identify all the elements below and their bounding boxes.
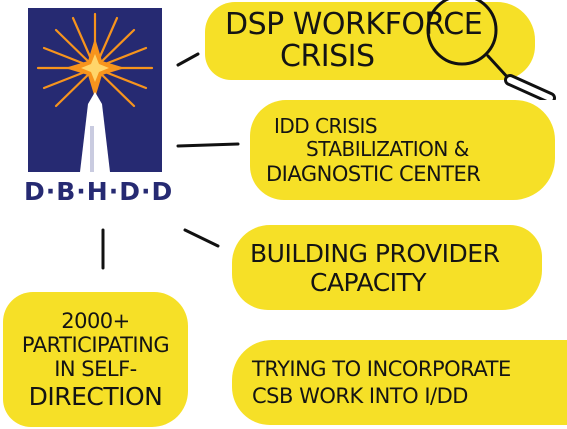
node-text: IN SELF- [54,356,137,381]
connector-idd [176,142,240,148]
node-building-capacity: BUILDING PROVIDER CAPACITY [232,225,542,310]
node-dsp-workforce: DSP WORKFORCE CRISIS [205,2,535,80]
node-text: 2000+ [61,308,130,333]
node-text: DIRECTION [28,381,163,411]
node-text: CAPACITY [310,267,427,297]
node-text: DIAGNOSTIC CENTER [266,161,481,186]
node-text: DSP WORKFORCE [225,7,483,42]
node-text: IDD CRISIS [274,113,378,138]
logo-wordmark: D·B·H·D·D [24,177,174,206]
node-text: CRISIS [280,39,375,74]
node-text: PARTICIPATING [21,332,170,357]
magnifying-glass-icon [426,0,556,100]
node-text: BUILDING PROVIDER [250,238,500,268]
dbhdd-logo [28,8,162,172]
connector-capacity [183,228,220,248]
node-text: TRYING TO INCORPORATE [252,356,511,381]
node-csb-work: TRYING TO INCORPORATE CSB WORK INTO I/DD [232,340,567,425]
connector-dsp [176,52,200,67]
node-idd-crisis: IDD CRISIS STABILIZATION & DIAGNOSTIC CE… [250,100,555,200]
node-text: STABILIZATION & [306,136,469,161]
node-text: CSB WORK INTO I/DD [252,383,468,408]
node-self-direction: 2000+ PARTICIPATING IN SELF- DIRECTION [3,292,188,427]
star-icon [36,12,154,172]
